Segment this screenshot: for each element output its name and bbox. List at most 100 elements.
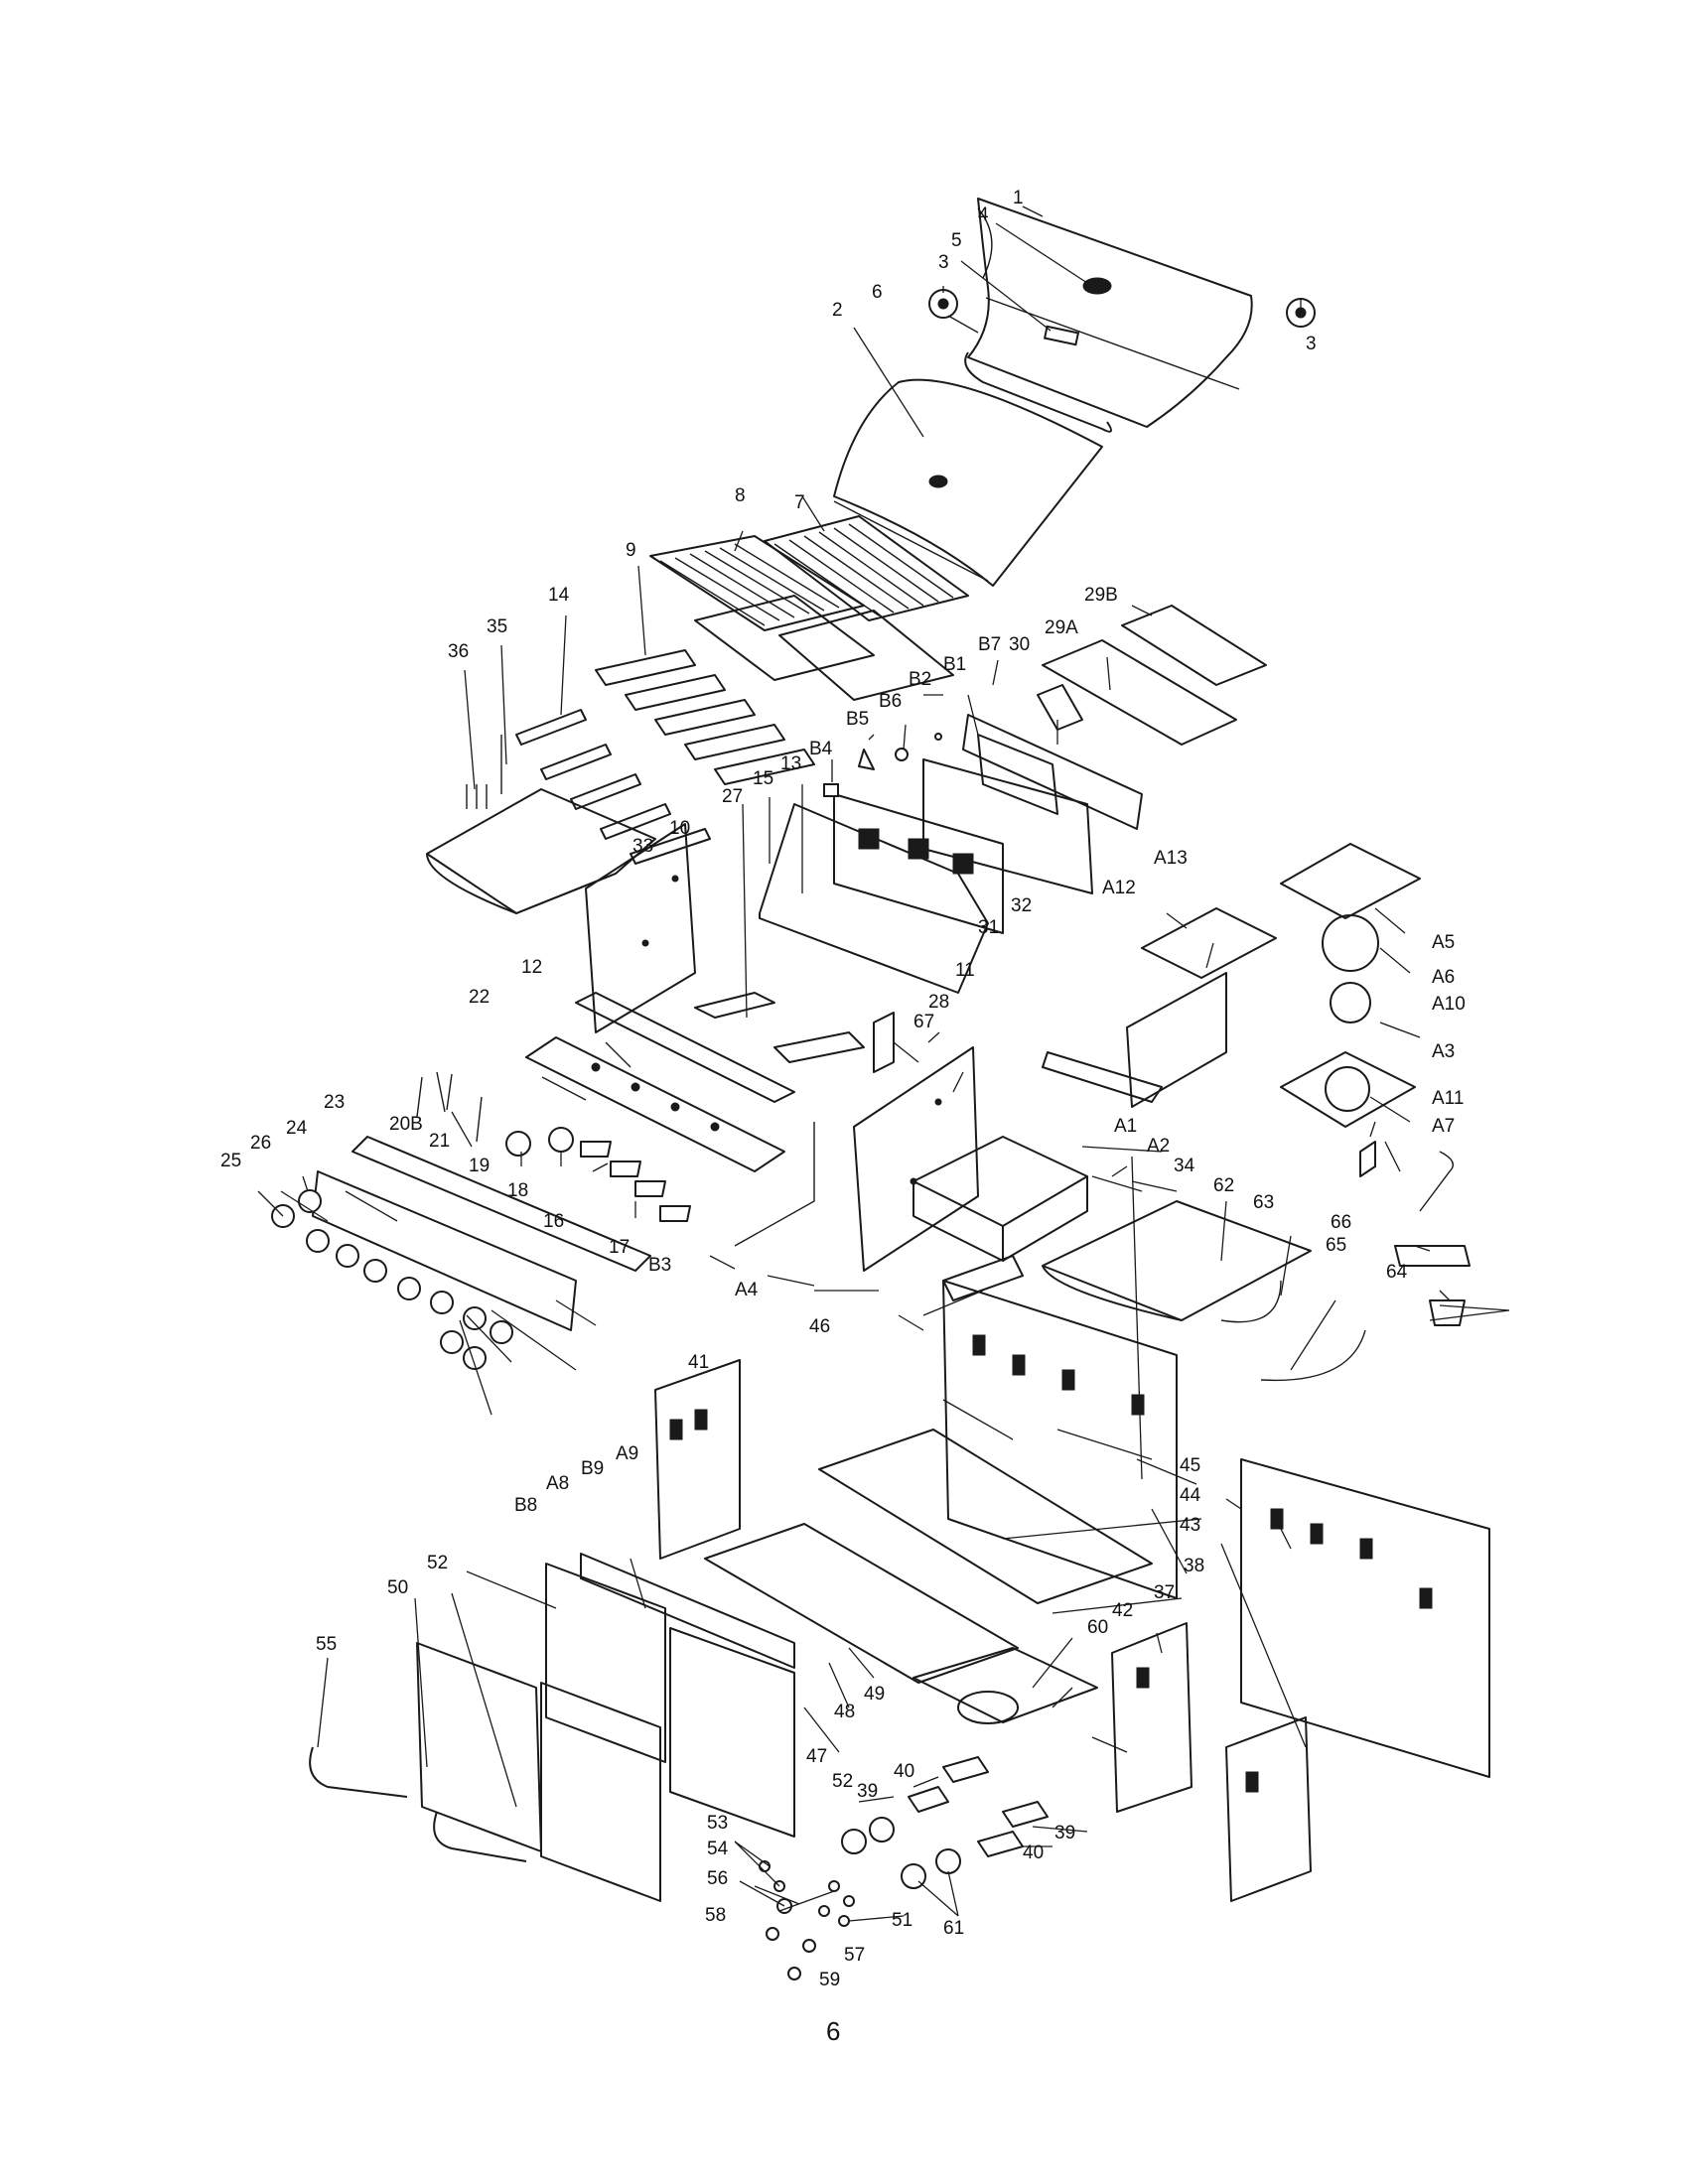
label-A7: A7	[1432, 1116, 1455, 1137]
label-A8: A8	[546, 1473, 569, 1494]
label-59: 59	[819, 1970, 840, 1990]
right-side-shelf-part	[1042, 1151, 1471, 1382]
label-A13: A13	[1154, 848, 1188, 869]
label-B6: B6	[879, 691, 902, 712]
label-52: 52	[427, 1553, 448, 1573]
label-49: 49	[864, 1684, 885, 1705]
label-29A: 29A	[1045, 617, 1078, 638]
label-30: 30	[1009, 634, 1030, 655]
label-3: 3	[1306, 334, 1317, 354]
label-21: 21	[429, 1131, 450, 1152]
label-A3: A3	[1432, 1041, 1455, 1062]
flame-tamers-part	[595, 649, 815, 785]
label-62: 62	[1213, 1175, 1234, 1196]
label-22: 22	[469, 987, 490, 1008]
cart-doors-part	[309, 1553, 795, 1902]
label-40: 40	[1023, 1843, 1044, 1863]
label-33: 33	[632, 836, 653, 857]
label-36: 36	[448, 641, 469, 662]
label-57: 57	[844, 1945, 865, 1966]
label-B7: B7	[978, 634, 1001, 655]
label-A12: A12	[1102, 878, 1136, 898]
label-50: 50	[387, 1577, 408, 1598]
label-54: 54	[707, 1839, 729, 1859]
cart-frame-part	[654, 1255, 1490, 1902]
label-56: 56	[707, 1868, 728, 1889]
label-48: 48	[834, 1702, 855, 1722]
label-26: 26	[250, 1133, 271, 1154]
heat-shield-part	[833, 378, 1103, 587]
label-66: 66	[1331, 1212, 1351, 1233]
label-5: 5	[951, 230, 962, 251]
label-4: 4	[978, 205, 989, 225]
label-2: 2	[832, 300, 843, 321]
label-6: 6	[872, 282, 883, 303]
label-A4: A4	[735, 1280, 759, 1300]
label-8: 8	[735, 485, 746, 506]
label-64: 64	[1386, 1262, 1408, 1283]
label-A9: A9	[616, 1443, 638, 1464]
label-31: 31	[978, 917, 999, 938]
label-60: 60	[1087, 1617, 1108, 1638]
firebox-bottom-part	[694, 803, 989, 1063]
manifold-part	[525, 992, 795, 1172]
label-A11: A11	[1432, 1088, 1464, 1109]
label-24: 24	[286, 1118, 308, 1139]
label-17: 17	[609, 1237, 630, 1258]
leader-lines	[257, 205, 1510, 1922]
label-42: 42	[1112, 1600, 1133, 1621]
label-38: 38	[1184, 1556, 1204, 1576]
label-A6: A6	[1432, 967, 1455, 988]
label-A1: A1	[1114, 1116, 1137, 1137]
label-B3: B3	[648, 1255, 671, 1276]
cooking-grates-part	[649, 515, 969, 701]
label-40: 40	[894, 1761, 914, 1782]
label-1: 1	[1013, 188, 1024, 208]
label-B1: B1	[943, 654, 966, 675]
label-B2: B2	[909, 669, 931, 690]
label-19: 19	[469, 1156, 490, 1176]
label-13: 13	[780, 753, 801, 774]
label-A5: A5	[1432, 932, 1455, 953]
lid-part	[928, 198, 1316, 433]
ignition-parts	[416, 1071, 815, 1247]
label-27: 27	[722, 786, 743, 807]
label-39: 39	[857, 1781, 878, 1802]
label-51: 51	[892, 1910, 912, 1931]
rotisserie-part	[823, 714, 1143, 830]
label-11: 11	[955, 960, 975, 981]
cart-shelves-part	[704, 1429, 1153, 1724]
label-25: 25	[220, 1151, 241, 1171]
label-58: 58	[705, 1905, 726, 1926]
label-45: 45	[1180, 1455, 1200, 1476]
burners-part	[466, 709, 711, 865]
label-47: 47	[806, 1746, 827, 1767]
label-65: 65	[1326, 1235, 1346, 1256]
label-29B: 29B	[1084, 585, 1118, 606]
control-panel-part	[271, 1136, 651, 1370]
label-32: 32	[1011, 895, 1032, 916]
label-9: 9	[626, 540, 636, 561]
label-7: 7	[794, 492, 805, 513]
label-B8: B8	[514, 1495, 537, 1516]
back-panels-part	[833, 758, 1093, 934]
label-12: 12	[521, 957, 542, 978]
label-A2: A2	[1147, 1136, 1170, 1157]
label-35: 35	[487, 616, 507, 637]
firebox-side-panels-part	[585, 823, 979, 1272]
label-B9: B9	[581, 1458, 604, 1479]
label-28: 28	[928, 992, 949, 1013]
label-61: 61	[943, 1918, 964, 1939]
side-burner-part	[912, 843, 1421, 1262]
label-63: 63	[1253, 1192, 1274, 1213]
label-34: 34	[1174, 1156, 1195, 1176]
label-A10: A10	[1432, 994, 1466, 1015]
label-B5: B5	[846, 709, 869, 730]
label-16: 16	[543, 1211, 564, 1232]
label-41: 41	[688, 1352, 709, 1373]
label-55: 55	[316, 1634, 337, 1655]
label-53: 53	[707, 1813, 728, 1834]
label-52: 52	[832, 1771, 853, 1792]
label-67: 67	[913, 1012, 934, 1032]
